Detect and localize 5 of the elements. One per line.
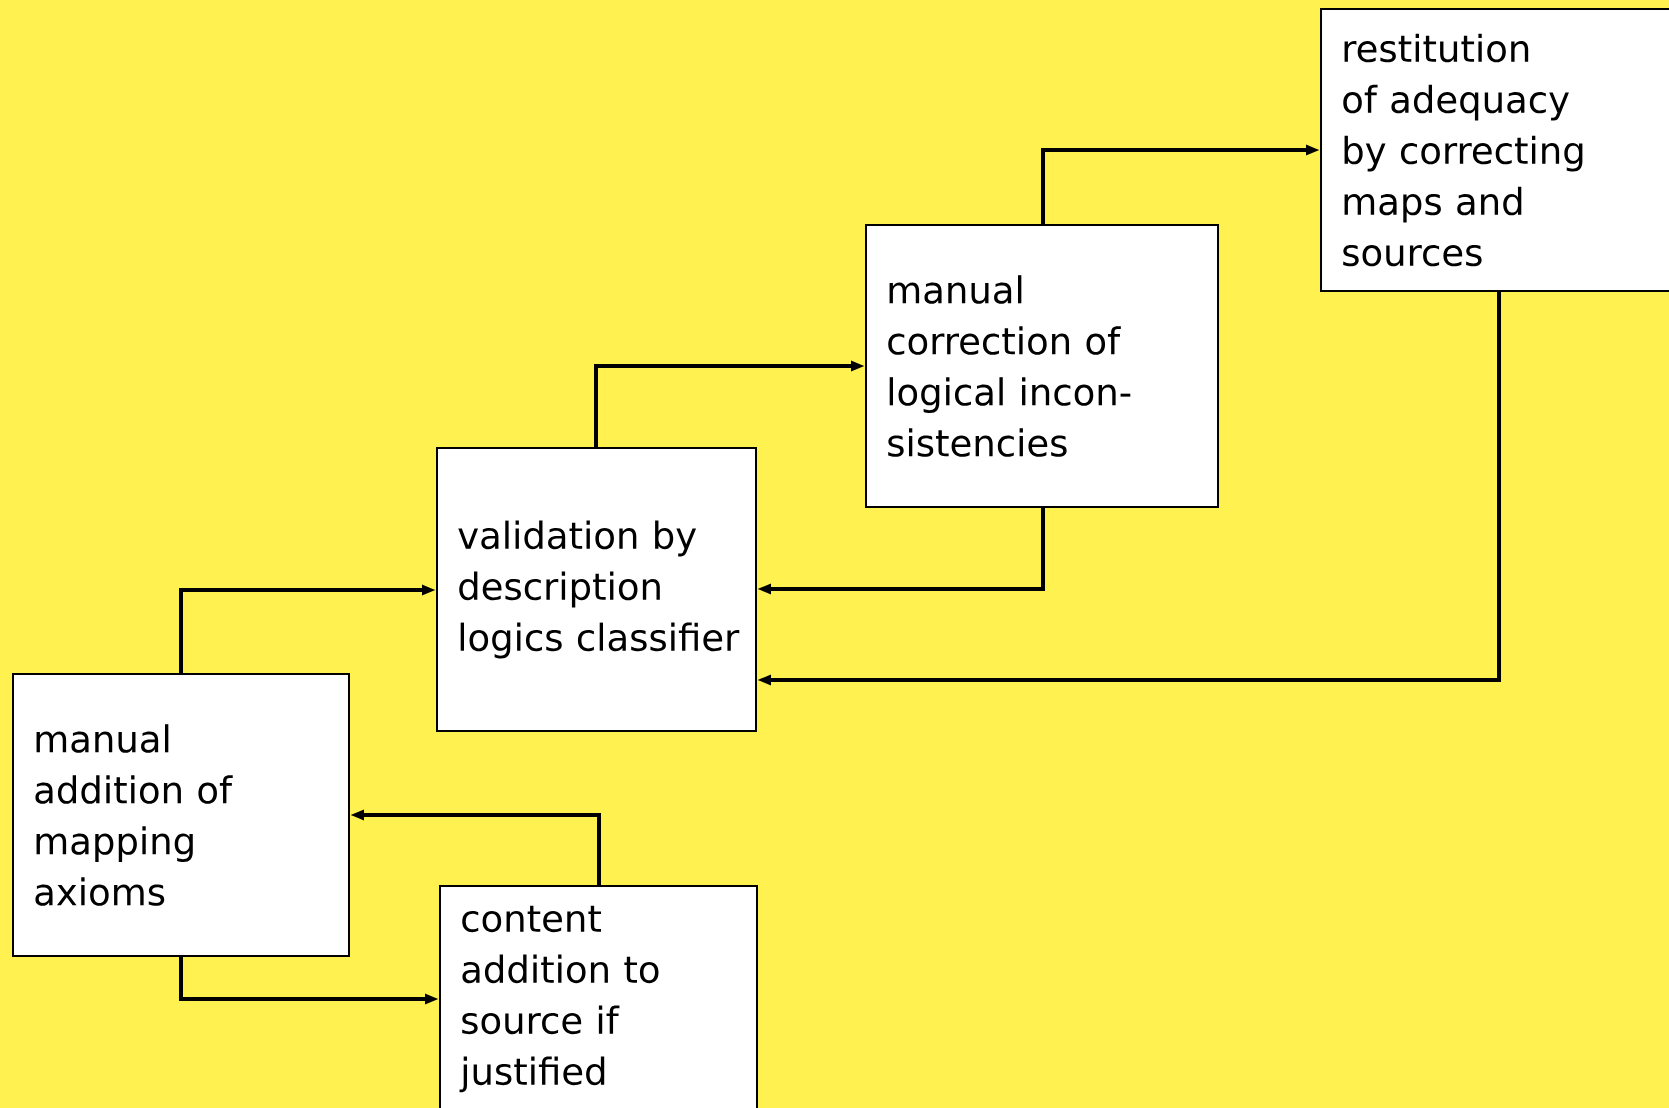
process-box: content addition to source if justified (439, 885, 758, 1108)
process-box: validation by description logics classifier (436, 447, 757, 732)
process-box: manual correction of logical incon- sistencies (865, 224, 1219, 508)
process-box: restitution of adequacy by correcting maps and sources (1320, 8, 1669, 292)
process-box: manual addition of mapping axioms (12, 673, 350, 957)
